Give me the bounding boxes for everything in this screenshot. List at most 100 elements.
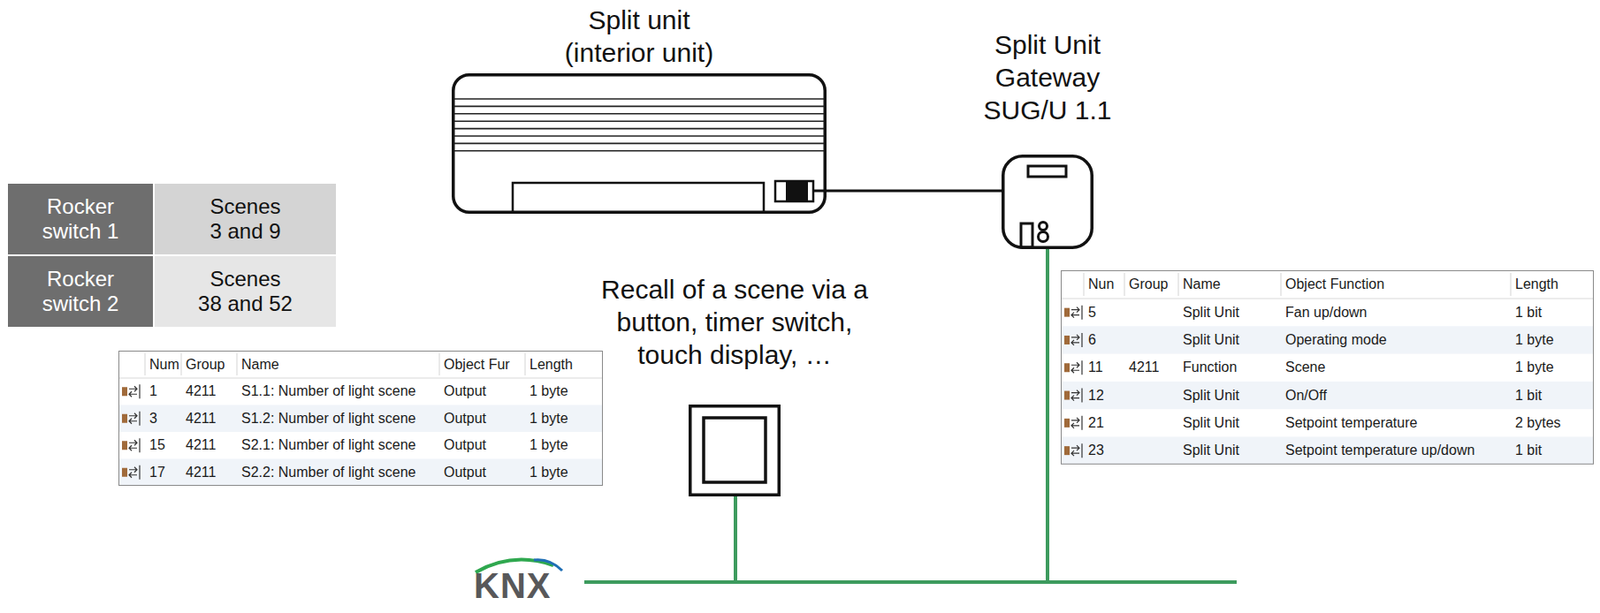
table-cell: 1 [149, 382, 183, 401]
table-stripe [118, 459, 603, 488]
table-cell: Function [1182, 358, 1282, 377]
table-cell [7, 256, 153, 328]
object-icon [1071, 416, 1082, 431]
air-vent-line [454, 106, 824, 108]
object-icon [1064, 419, 1070, 428]
table-cell: 4211 [185, 436, 238, 455]
table-header: Group [1128, 275, 1180, 294]
table-cell: 21 [1088, 414, 1126, 433]
object-icon [1064, 308, 1070, 318]
table-header: Name [1182, 275, 1282, 294]
table-cell [7, 183, 153, 255]
table-stripe [1060, 326, 1594, 354]
header-separator [236, 353, 238, 376]
table-cell: 1 bit [1515, 304, 1593, 322]
table-cell: Setpoint temperature up/down [1285, 441, 1512, 460]
table-ground [118, 350, 603, 487]
table-cell: 4211 [185, 382, 238, 401]
table-header: Group [185, 356, 238, 374]
object-icon [1071, 443, 1082, 458]
air-vent-line [454, 143, 824, 145]
unit-housing [453, 75, 826, 214]
table-cell: Output [443, 464, 526, 482]
header-separator [1083, 273, 1085, 297]
cable-stub [813, 190, 827, 193]
table-cell: 1 byte [529, 464, 602, 482]
table-cell [154, 183, 336, 255]
node-outline [688, 404, 781, 497]
object-table [1060, 270, 1594, 465]
object-icon [1071, 333, 1082, 348]
table-border [119, 351, 603, 487]
gateway-housing [1003, 156, 1093, 249]
header-separator [1124, 273, 1126, 297]
table-cell: 4211 [1128, 358, 1180, 377]
table-ground [1060, 270, 1594, 465]
table-cell: Split Unit [1182, 441, 1282, 460]
air-vent-line [454, 98, 824, 100]
table-cell: Split Unit [1182, 414, 1282, 433]
table-header: Nun [1088, 275, 1126, 294]
object-icon [1064, 391, 1070, 401]
table-cell: Split Unit [1182, 331, 1282, 350]
switch-frame [690, 406, 780, 496]
table-stripe [1060, 381, 1594, 410]
table-cell: 1 byte [529, 436, 602, 455]
header-separator [144, 353, 146, 376]
object-icon [129, 411, 140, 427]
table-row-head: Rocker switch 1 [27, 194, 134, 244]
table-header: Object Fur [443, 356, 526, 374]
logo-text: KNX [473, 566, 572, 606]
table-cell: Scenes 38 and 52 [197, 266, 295, 317]
header-separator [181, 353, 183, 376]
air-outlet [512, 182, 764, 213]
table-cell: 2 bytes [1515, 414, 1593, 433]
table-cell: 17 [149, 464, 183, 482]
table-cell: 1 bit [1515, 387, 1593, 405]
air-vent-line [454, 113, 824, 115]
table-cell: Split Unit [1182, 387, 1282, 405]
header-separator [525, 353, 526, 376]
table-stripe [1060, 437, 1594, 465]
table-cell: 1 byte [1515, 331, 1593, 350]
object-icon [1071, 388, 1082, 404]
node-heading: Recall of a scene via a button, timer sw… [593, 273, 877, 372]
table-header: Name [241, 356, 441, 374]
node-outline [451, 73, 827, 214]
node-outline [1001, 154, 1094, 250]
header-rule [1060, 298, 1594, 300]
table-cell: 4211 [185, 464, 238, 482]
led [1039, 222, 1048, 231]
node-heading: Split Unit Gateway SUG/U 1.1 [967, 28, 1128, 127]
rocker-table-cells [7, 183, 336, 328]
table-cell: On/Off [1285, 387, 1512, 405]
air-vent-line [454, 128, 824, 130]
table-stripe [118, 405, 603, 434]
table-cell: Output [443, 436, 526, 455]
table-cell: Scenes 3 and 9 [205, 194, 287, 244]
object-icon [1064, 446, 1070, 456]
switch-rocker [703, 418, 766, 483]
table-header: Length [529, 356, 602, 374]
object-icon [121, 441, 128, 450]
split-unit-gateway: Split Unit Gateway SUG/U 1.1 [1001, 154, 1094, 250]
table-cell: 12 [1088, 387, 1126, 405]
bus-drop [1045, 249, 1050, 585]
header-rule [118, 378, 603, 380]
table-cell: Operating mode [1285, 331, 1512, 350]
bus-terminal [1020, 223, 1033, 248]
table-cell: Split Unit [1182, 304, 1282, 322]
table-header: Length [1515, 275, 1593, 294]
header-separator [1280, 273, 1282, 297]
node-heading: Split unit (interior unit) [550, 3, 728, 69]
table-cell: 11 [1088, 358, 1126, 377]
table-cell: 5 [1088, 304, 1126, 322]
table-cell: Fan up/down [1285, 304, 1512, 322]
table-cell: 4211 [185, 410, 238, 428]
table-cell: S2.1: Number of light scene [241, 436, 441, 455]
table-header: Object Function [1285, 275, 1512, 294]
object-icon [1071, 305, 1082, 320]
table-cell: 1 byte [529, 410, 602, 428]
table-cell [154, 256, 336, 328]
table-border [1061, 271, 1594, 465]
